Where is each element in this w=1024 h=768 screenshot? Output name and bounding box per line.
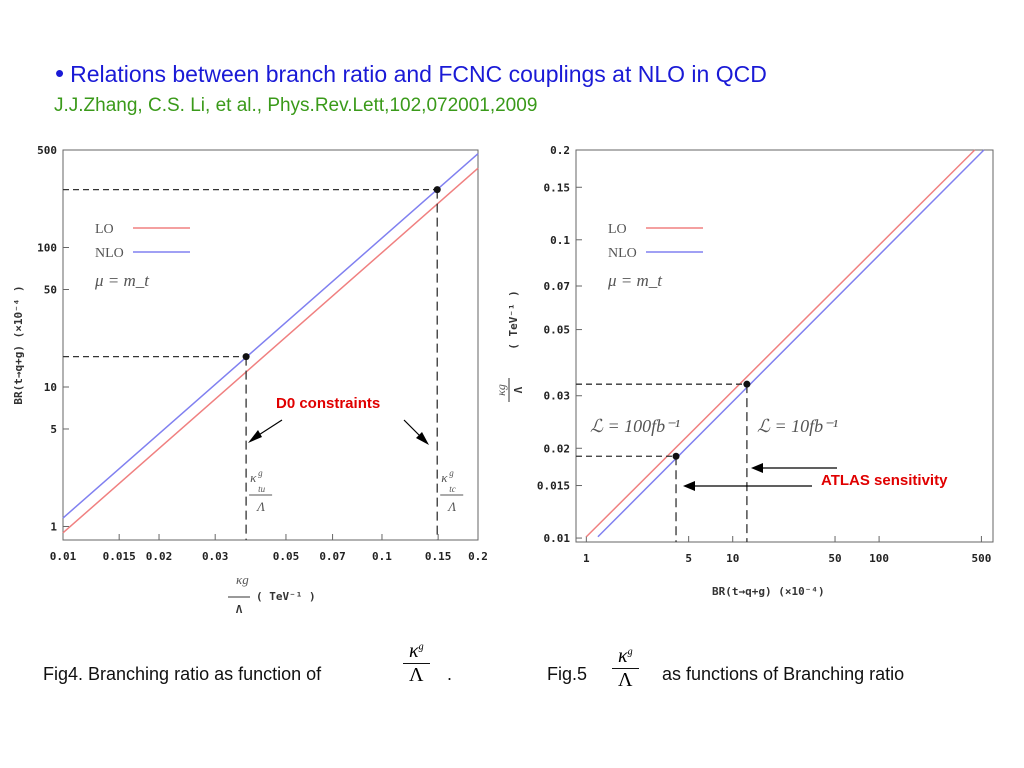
fig4-caption-end: . <box>447 664 453 684</box>
fig4-x-tick-label: 0.15 <box>425 550 452 563</box>
fig5-caption-fraction: κg Λ <box>612 645 639 692</box>
fig4-vline-label-sup: g <box>449 468 454 478</box>
fig5-x-tick-label: 1 <box>583 552 590 565</box>
fig4-x-tick-label: 0.1 <box>372 550 392 563</box>
fig4-caption: Fig4. Branching ratio as function of <box>43 664 322 684</box>
fig5-plot-frame <box>575 149 994 543</box>
fig5-xlabel: BR(t→q+g) (×10⁻⁴) <box>712 585 825 598</box>
fig4-xlabel-num: κg <box>236 572 249 587</box>
frac-den: Λ <box>409 664 424 686</box>
fig4-x-tick-label: 0.03 <box>202 550 229 563</box>
frac-den: Λ <box>618 669 633 691</box>
frac-sup: g <box>418 641 424 653</box>
fig5-x-tick-label: 50 <box>828 552 841 565</box>
fig5-y-tick-label: 0.1 <box>550 234 570 247</box>
fig4-series-nlo-line <box>62 153 479 519</box>
fig4-ylabel: BR(t→q+g) (×10⁻⁴ ) <box>12 285 25 404</box>
fig4-vline-label-sup: g <box>258 468 263 478</box>
fig4-y-tick-label: 5 <box>50 423 57 436</box>
fig5-x-tick-label: 100 <box>869 552 889 565</box>
fig4-data-point <box>433 186 441 194</box>
fig4-plot-frame <box>62 149 479 541</box>
fig4-series-lo-line <box>62 167 479 534</box>
slide-title-text: Relations between branch ratio and FCNC … <box>70 61 767 87</box>
fig4-arrow-left-head <box>248 430 262 443</box>
fig4-caption-fraction: κg Λ <box>403 640 430 687</box>
fig5-y-tick-label: 0.01 <box>544 532 571 545</box>
fig4-xlabel-unit: ( TeV⁻¹ ) <box>256 590 316 603</box>
fig4-y-tick-label: 100 <box>37 242 57 255</box>
citation: J.J.Zhang, C.S. Li, et al., Phys.Rev.Let… <box>54 95 538 116</box>
fig5-y-tick-label: 0.03 <box>544 390 571 403</box>
frac-num: κ <box>409 640 419 662</box>
fig5-y-tick-label: 0.02 <box>544 442 571 455</box>
fig4-vline-label-sub: tc <box>449 484 456 494</box>
fig4-legend-label: NLO <box>95 246 124 261</box>
fig5-y-tick-label: 0.2 <box>550 144 570 157</box>
frac-sup: g <box>627 646 633 658</box>
fig5-legend-label: LO <box>608 222 627 237</box>
fig4-y-tick-label: 1 <box>50 520 57 533</box>
fig5-data-point <box>672 452 680 460</box>
fig5-data-point <box>743 380 751 388</box>
fig4-x-tick-label: 0.2 <box>468 550 488 563</box>
fig4-x-tick-label: 0.015 <box>103 550 136 563</box>
fig4-annotation: D0 constraints <box>276 395 380 412</box>
fig4-vline-label-num: κ <box>250 470 257 485</box>
fig4-xlabel-den: Λ <box>236 603 243 616</box>
fig4-legend-label: LO <box>95 222 114 237</box>
fig5-x-tick-label: 10 <box>726 552 739 565</box>
fig5-lumi-label: ℒ = 100fb⁻¹ <box>590 416 680 436</box>
fig5-annotation: ATLAS sensitivity <box>821 472 948 489</box>
fig5-y-tick-label: 0.15 <box>544 181 571 194</box>
slide-title: •Relations between branch ratio and FCNC… <box>55 58 767 89</box>
fig4-legend-extra: μ = m_t <box>94 271 150 290</box>
fig5-series-lo-line <box>585 149 976 538</box>
fig4-vline-label-den: Λ <box>255 499 265 514</box>
fig5-lumi-label: ℒ = 10fb⁻¹ <box>757 416 838 436</box>
fig4-x-tick-label: 0.05 <box>273 550 300 563</box>
fig4-vline-label-den: Λ <box>446 499 456 514</box>
fig5-ylabel-unit: ( TeV⁻¹ ) <box>507 290 520 350</box>
fig5-ylabel-den: Λ <box>512 386 525 393</box>
fig4-y-tick-label: 10 <box>44 381 57 394</box>
fig4-vline-label-sub: tu <box>258 484 266 494</box>
frac-num: κ <box>618 645 628 667</box>
bullet-icon: • <box>55 58 65 88</box>
fig4-arrow-right-head <box>416 432 429 445</box>
fig5-arrow-bottom-head <box>683 481 695 491</box>
fig4-x-tick-label: 0.01 <box>50 550 77 563</box>
fig4-y-tick-label: 50 <box>44 283 57 296</box>
fig5-y-tick-label: 0.05 <box>544 324 571 337</box>
fig4-y-tick-label: 500 <box>37 144 57 157</box>
fig4-x-tick-label: 0.07 <box>319 550 346 563</box>
fig5-caption: as functions of Branching ratio <box>662 664 905 684</box>
fig4-x-tick-label: 0.02 <box>146 550 173 563</box>
fig5-x-tick-label: 500 <box>971 552 991 565</box>
fig5-y-tick-label: 0.015 <box>537 480 570 493</box>
fig5-legend-label: NLO <box>608 246 637 261</box>
fig5-series-nlo-line <box>597 149 985 538</box>
fig5-x-tick-label: 5 <box>685 552 692 565</box>
fig5-legend-extra: μ = m_t <box>607 271 663 290</box>
fig5-ylabel-num: κg <box>494 384 508 396</box>
fig4-vline-label-num: κ <box>441 470 448 485</box>
fig5-y-tick-label: 0.07 <box>544 280 571 293</box>
fig4-data-point <box>242 353 250 361</box>
fig5-caption-label: Fig.5 <box>547 664 588 684</box>
fig5-arrow-top-head <box>751 463 763 473</box>
